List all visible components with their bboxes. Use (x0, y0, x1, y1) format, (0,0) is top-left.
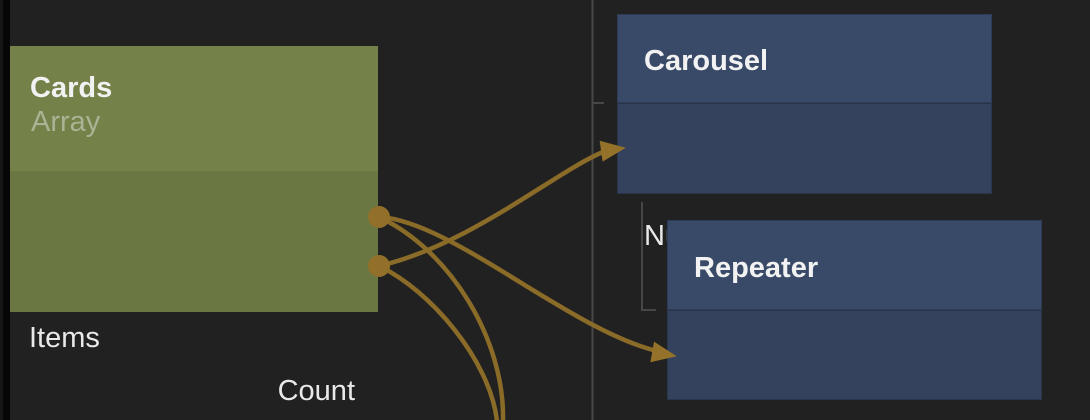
node-cards-body[interactable]: Items Count (10, 171, 378, 406)
node-repeater-header[interactable]: Repeater (667, 220, 1042, 310)
node-repeater-body[interactable]: Items (667, 310, 1042, 400)
node-cards[interactable]: Cards Array Items Count (10, 46, 378, 406)
node-cards-header[interactable]: Cards Array (10, 46, 378, 171)
node-repeater[interactable]: Repeater Items (667, 220, 1042, 400)
node-carousel-header[interactable]: Carousel (617, 14, 992, 103)
node-carousel-body[interactable]: Number of Items (617, 103, 992, 251)
node-title: Repeater (694, 252, 819, 284)
canvas-edge-outer (0, 0, 3, 420)
wire-items-to-repeater[interactable] (376, 214, 660, 354)
output-port-items-label[interactable]: Items (29, 322, 100, 354)
canvas-edge-inner (3, 0, 10, 420)
wire-count-to-offscreen[interactable] (376, 263, 500, 420)
wire-count-to-carousel[interactable] (376, 149, 606, 269)
output-port-count-label[interactable]: Count (277, 375, 355, 407)
node-carousel[interactable]: Carousel Number of Items (617, 14, 992, 251)
node-title: Carousel (644, 45, 769, 77)
node-subtitle: Array (31, 106, 101, 138)
wire-items-to-offscreen[interactable] (376, 214, 506, 420)
node-title: Cards (30, 72, 113, 104)
hierarchy-bracket-repeater (641, 202, 656, 311)
